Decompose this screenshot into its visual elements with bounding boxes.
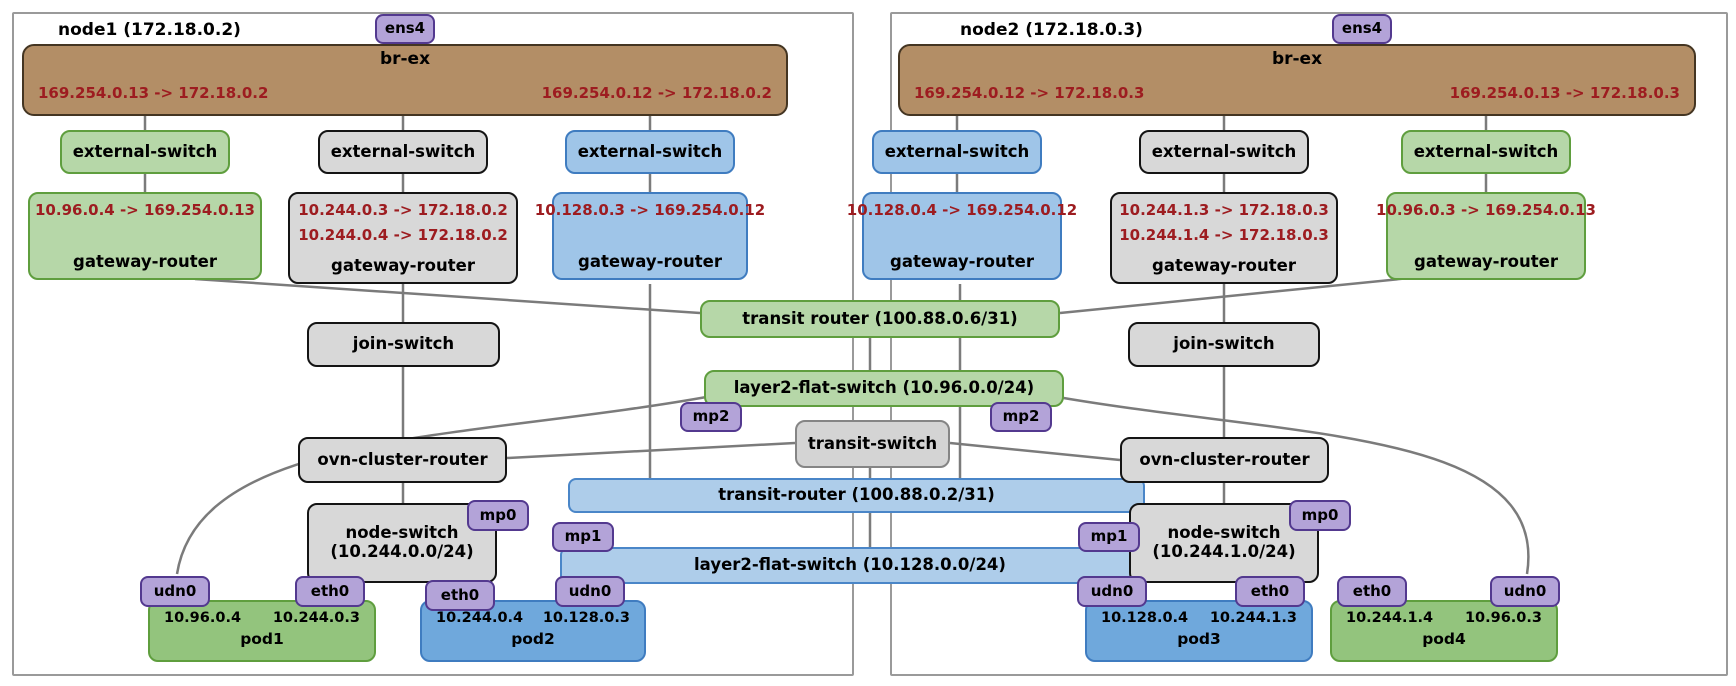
pod3-ip-eth0: 10.244.1.3 (1209, 610, 1297, 626)
pod1: 10.96.0.4 10.244.0.3 pod1 (148, 600, 376, 662)
node2-gw-blue-snat: 10.128.0.4 -> 169.254.0.12 (846, 201, 1078, 219)
node1-gw-gray-snat2: 10.244.0.4 -> 172.18.0.2 (298, 225, 508, 244)
node1-gw-gray-label: gateway-router (331, 256, 475, 276)
node1-gw-green-snat: 10.96.0.4 -> 169.254.0.13 (35, 201, 255, 219)
node2-join-switch: join-switch (1128, 322, 1320, 367)
mp2-port-right: mp2 (990, 402, 1052, 432)
node1-br-ex-snat-right: 169.254.0.12 -> 172.18.0.2 (541, 83, 772, 102)
pod4-ip-udn0: 10.96.0.3 (1464, 610, 1542, 626)
node1-nic-ens4: ens4 (375, 14, 435, 44)
pod3-eth0-port: eth0 (1235, 576, 1305, 607)
node2-external-switch-blue: external-switch (872, 130, 1042, 174)
mp1-port-left: mp1 (552, 522, 614, 552)
layer2-flat-switch-blue: layer2-flat-switch (10.128.0.0/24) (560, 547, 1140, 584)
node2-external-switch-gray: external-switch (1139, 130, 1309, 174)
pod1-udn0-port: udn0 (140, 576, 210, 607)
node2-br-ex-label: br-ex (1271, 49, 1323, 69)
pod2-ip-eth0: 10.244.0.4 (436, 610, 524, 626)
pod1-name: pod1 (240, 629, 284, 648)
pod4: 10.244.1.4 10.96.0.3 pod4 (1330, 600, 1558, 662)
node1-gateway-router-gray: 10.244.0.3 -> 172.18.0.2 10.244.0.4 -> 1… (288, 192, 518, 284)
node1-br-ex-label: br-ex (379, 49, 431, 69)
node1-title: node1 (172.18.0.2) (58, 20, 241, 40)
pod4-udn0-port: udn0 (1490, 576, 1560, 607)
pod4-name: pod4 (1422, 629, 1466, 648)
pod3: 10.128.0.4 10.244.1.3 pod3 (1085, 600, 1313, 662)
node1-br-ex: br-ex 169.254.0.13 -> 172.18.0.2 169.254… (22, 44, 788, 116)
node1-gw-gray-snat1: 10.244.0.3 -> 172.18.0.2 (298, 201, 508, 219)
node2-title: node2 (172.18.0.3) (960, 20, 1143, 40)
node1-node-switch: node-switch (10.244.0.0/24) (307, 503, 497, 583)
pod1-ip-udn0: 10.96.0.4 (164, 610, 242, 626)
pod4-ip-eth0: 10.244.1.4 (1346, 610, 1434, 626)
pod3-ip-udn0: 10.128.0.4 (1101, 610, 1189, 626)
node1-join-switch: join-switch (307, 322, 500, 367)
node2-gw-gray-snat2: 10.244.1.4 -> 172.18.0.3 (1119, 225, 1329, 244)
pod2-udn0-port: udn0 (555, 576, 625, 607)
node2-gw-gray-snat1: 10.244.1.3 -> 172.18.0.3 (1119, 201, 1329, 219)
node2-nic-ens4: ens4 (1332, 14, 1392, 44)
node2-ovn-cluster-router: ovn-cluster-router (1120, 437, 1329, 483)
pod1-ip-eth0: 10.244.0.3 (272, 610, 360, 626)
node2-br-ex-snat-left: 169.254.0.12 -> 172.18.0.3 (914, 83, 1145, 102)
node2-gw-green-snat: 10.96.0.3 -> 169.254.0.13 (1376, 201, 1596, 219)
pod2-name: pod2 (511, 629, 555, 648)
node1-gateway-router-green: 10.96.0.4 -> 169.254.0.13 gateway-router (28, 192, 262, 280)
node2-mp0-port: mp0 (1289, 500, 1351, 531)
node1-external-switch-blue: external-switch (565, 130, 735, 174)
node2-panel (890, 12, 1728, 676)
node1-ovn-cluster-router: ovn-cluster-router (298, 437, 507, 483)
node2-gw-green-label: gateway-router (1414, 252, 1558, 272)
node2-node-switch-subnet: (10.244.1.0/24) (1152, 542, 1296, 561)
node2-br-ex: br-ex 169.254.0.12 -> 172.18.0.3 169.254… (898, 44, 1696, 116)
node1-mp0-port: mp0 (467, 500, 529, 531)
node1-external-switch-gray: external-switch (318, 130, 488, 174)
pod3-name: pod3 (1177, 629, 1221, 648)
node2-node-switch-name: node-switch (1167, 523, 1281, 543)
node1-gw-blue-snat: 10.128.0.3 -> 169.254.0.12 (534, 201, 766, 219)
node1-external-switch-green: external-switch (60, 130, 230, 174)
node2-gw-gray-label: gateway-router (1152, 256, 1296, 276)
pod1-eth0-port: eth0 (295, 576, 365, 607)
mp1-port-right: mp1 (1078, 522, 1140, 552)
node2-node-switch: node-switch (10.244.1.0/24) (1129, 503, 1319, 583)
node1-br-ex-snat-left: 169.254.0.13 -> 172.18.0.2 (38, 83, 269, 102)
transit-switch: transit-switch (795, 420, 950, 468)
mp2-port-left: mp2 (680, 402, 742, 432)
pod4-eth0-port: eth0 (1337, 576, 1407, 607)
pod2-ip-udn0: 10.128.0.3 (542, 610, 630, 626)
node2-external-switch-green: external-switch (1401, 130, 1571, 174)
node1-node-switch-subnet: (10.244.0.0/24) (330, 542, 474, 561)
transit-router-green: transit router (100.88.0.6/31) (700, 300, 1060, 338)
layer2-flat-switch-green: layer2-flat-switch (10.96.0.0/24) (704, 370, 1064, 407)
node2-gw-blue-label: gateway-router (890, 252, 1034, 272)
node1-node-switch-name: node-switch (345, 523, 459, 543)
node1-gw-blue-label: gateway-router (578, 252, 722, 272)
node2-gateway-router-gray: 10.244.1.3 -> 172.18.0.3 10.244.1.4 -> 1… (1110, 192, 1338, 284)
pod3-udn0-port: udn0 (1077, 576, 1147, 607)
node2-gateway-router-green: 10.96.0.3 -> 169.254.0.13 gateway-router (1376, 192, 1596, 280)
transit-router-blue: transit-router (100.88.0.2/31) (568, 478, 1145, 513)
node1-gateway-router-blue: 10.128.0.3 -> 169.254.0.12 gateway-route… (535, 192, 765, 280)
node1-gw-green-label: gateway-router (73, 252, 217, 272)
node2-br-ex-snat-right: 169.254.0.13 -> 172.18.0.3 (1449, 83, 1680, 102)
node2-gateway-router-blue: 10.128.0.4 -> 169.254.0.12 gateway-route… (847, 192, 1077, 280)
pod2-eth0-port: eth0 (425, 580, 495, 611)
node1-panel (12, 12, 854, 676)
